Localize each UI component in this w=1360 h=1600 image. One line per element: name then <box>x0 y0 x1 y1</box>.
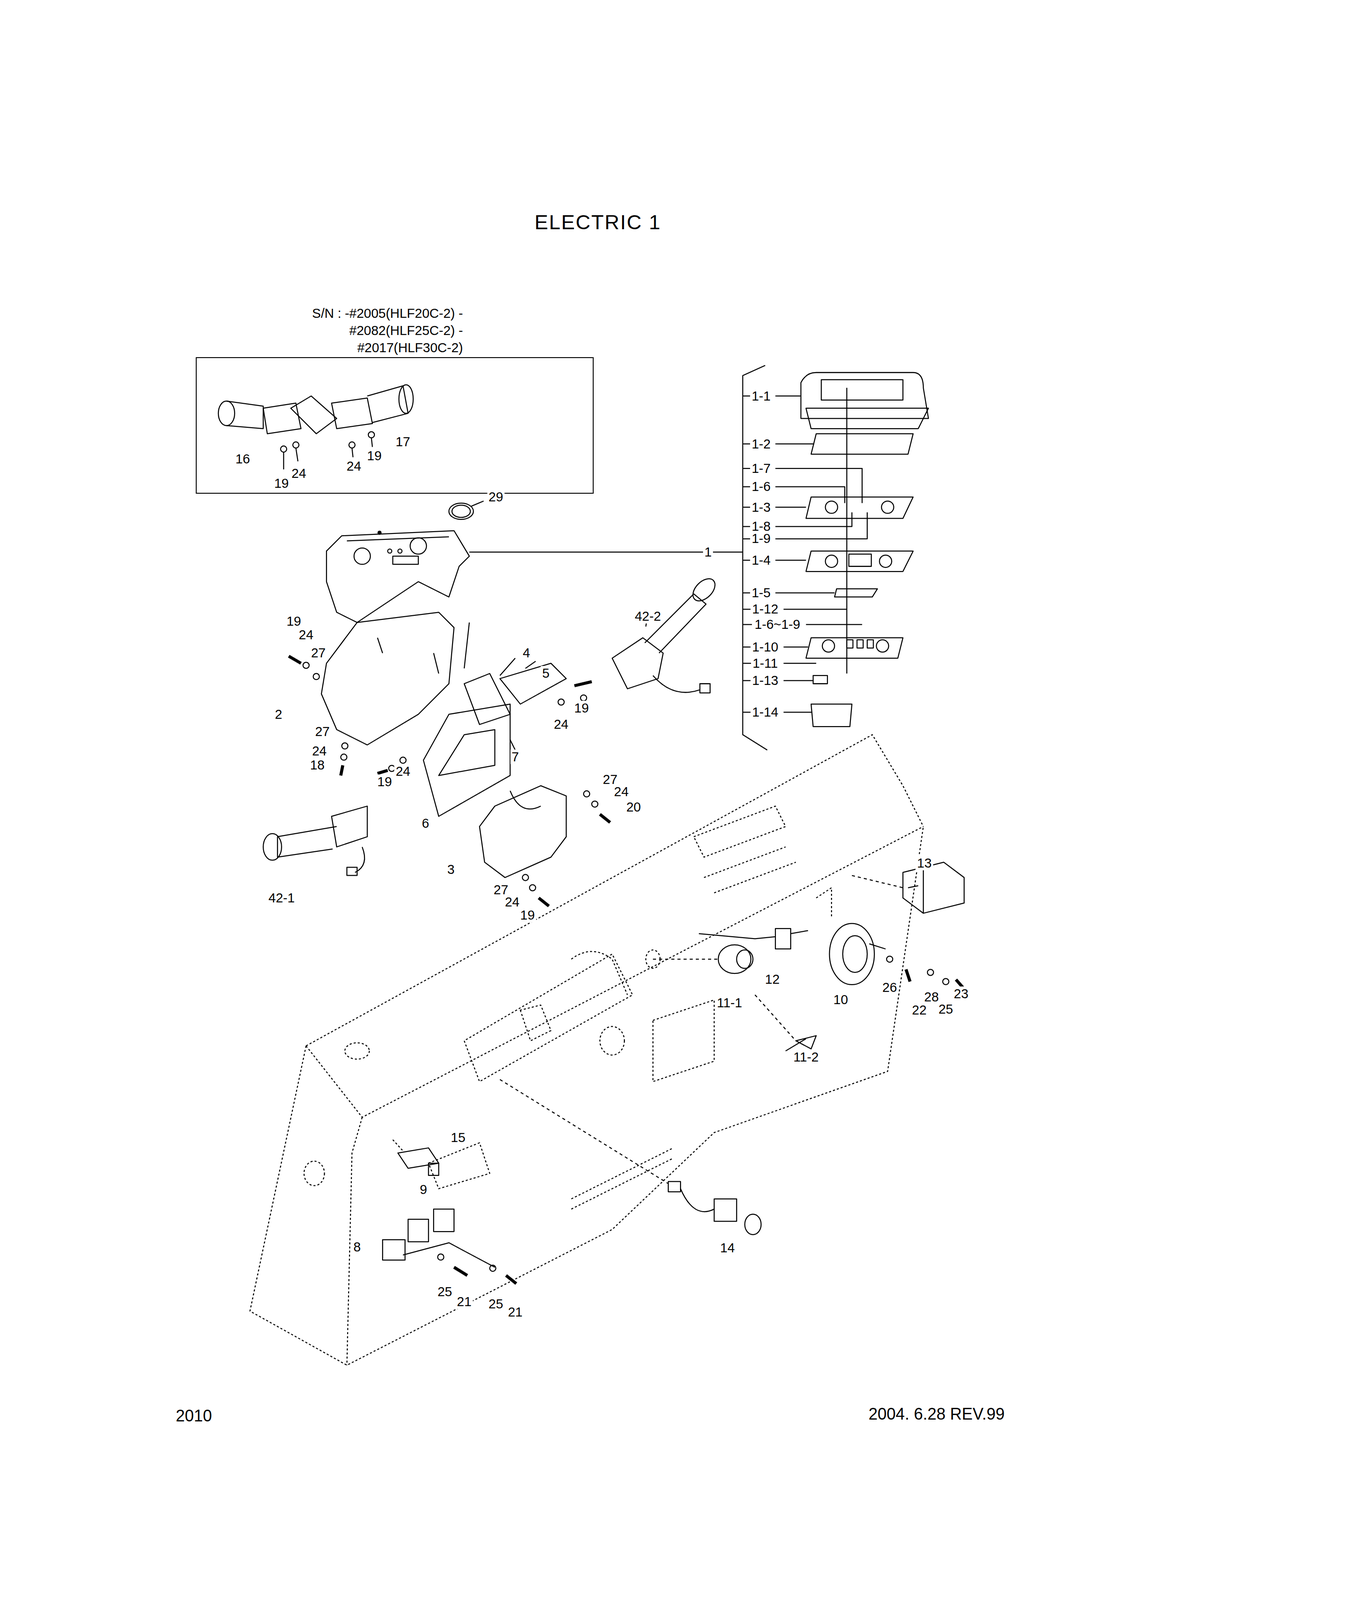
callout-number: 29 <box>487 489 505 505</box>
callout-number: 24 <box>612 784 630 799</box>
callout-number: 26 <box>881 980 899 995</box>
callout-number: 24 <box>310 743 328 759</box>
callout-number: 1-7 <box>750 461 772 476</box>
callout-number: 12 <box>763 972 781 987</box>
callout-number: 24 <box>552 717 570 732</box>
callout-number: 24 <box>394 764 412 779</box>
callout-number: 23 <box>952 986 970 1002</box>
callout-number: 1-2 <box>750 436 772 452</box>
callout-number: 27 <box>309 645 327 661</box>
callout-number: 1-14 <box>750 704 780 720</box>
callout-number: 19 <box>519 907 537 923</box>
callout-number: 6 <box>420 816 431 831</box>
callout-number: 10 <box>831 992 850 1007</box>
callout-number: 19 <box>376 774 394 789</box>
callout-number: 1-3 <box>750 500 772 515</box>
callout-number: 19 <box>366 448 383 463</box>
callout-number: 1-12 <box>750 601 780 617</box>
callout-number: 1-5 <box>750 585 772 600</box>
callout-number: 22 <box>910 1002 928 1018</box>
callout-number: 14 <box>718 1240 737 1256</box>
diagram-title: ELECTRIC 1 <box>534 211 662 234</box>
callout-number: 1-10 <box>750 639 780 655</box>
callout-number: 24 <box>297 627 315 643</box>
callout-number: 24 <box>290 466 307 481</box>
callout-number: 24 <box>503 894 521 910</box>
callout-number: 8 <box>352 1239 363 1255</box>
callout-number: 2 <box>273 707 284 722</box>
callout-number: 1-6 <box>750 479 772 494</box>
callout-number: 27 <box>313 724 331 739</box>
page-footer: 2010 <box>174 1407 214 1426</box>
callout-number: 18 <box>308 757 326 773</box>
callout-number: 1-4 <box>750 552 772 568</box>
callout-number: 25 <box>487 1296 505 1312</box>
callout-number: 16 <box>234 451 251 467</box>
callout-number: 17 <box>394 434 411 449</box>
callout-number: 1-6~1-9 <box>753 617 802 632</box>
callout-number: 4 <box>521 645 532 661</box>
callout-number: 5 <box>540 665 551 681</box>
callout-number: 1-1 <box>750 388 772 404</box>
callout-number: 7 <box>510 749 520 765</box>
callout-number: 42-1 <box>267 890 297 906</box>
callout-number: 9 <box>418 1182 429 1197</box>
callout-number: 21 <box>455 1294 473 1309</box>
callout-number: 11-2 <box>792 1049 821 1065</box>
callout-number: 13 <box>915 855 933 871</box>
page-footer: 2004. 6.28 REV.99 <box>867 1405 1006 1424</box>
callout-number: 19 <box>273 476 290 491</box>
callout-number: 11-1 <box>715 995 744 1011</box>
callout-number: 1-13 <box>750 673 780 688</box>
callout-number: 1 <box>703 544 714 560</box>
callout-number: 1-9 <box>750 531 772 546</box>
callout-number: 20 <box>624 799 643 815</box>
callout-number: 19 <box>285 613 303 629</box>
callout-number: 21 <box>506 1304 524 1320</box>
callout-number: 3 <box>445 862 456 877</box>
callout-number: 24 <box>345 458 363 474</box>
serial-note: S/N : -#2005(HLF20C-2) -#2082(HLF25C-2) … <box>282 304 463 357</box>
callout-number: 1-11 <box>750 656 780 671</box>
inset-box: S/N : -#2005(HLF20C-2) -#2082(HLF25C-2) … <box>195 357 594 494</box>
callout-number: 15 <box>449 1130 467 1145</box>
callout-number: 25 <box>937 1001 955 1017</box>
callout-number: 19 <box>572 700 591 716</box>
callout-number: 25 <box>436 1284 454 1299</box>
callout-number: 42-2 <box>633 609 663 624</box>
